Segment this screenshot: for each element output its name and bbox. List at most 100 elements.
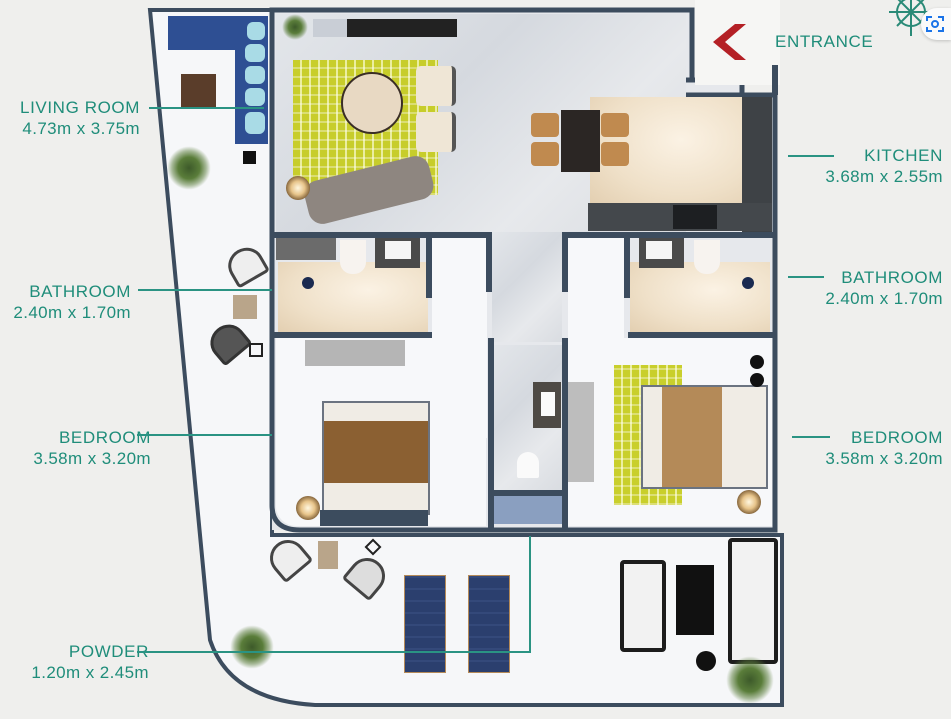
dining-table: [561, 110, 600, 172]
wall-segment: [272, 232, 492, 238]
wall-segment: [488, 338, 494, 530]
speaker: [750, 355, 764, 369]
stool: [243, 151, 256, 164]
side-table: [181, 74, 216, 108]
room-label-living-room: LIVING ROOM 4.73m x 3.75m: [14, 97, 140, 139]
leader-line: [788, 155, 834, 157]
room-name: LIVING ROOM: [20, 98, 140, 117]
room-dimensions: 2.40m x 1.70m: [825, 289, 943, 308]
dining-chair: [601, 113, 629, 137]
dining-chair: [531, 113, 559, 137]
cushion: [245, 112, 265, 134]
room-name: BATHROOM: [841, 268, 943, 287]
room-name: BATHROOM: [29, 282, 131, 301]
room-label-bathroom-right: BATHROOM 2.40m x 1.70m: [800, 267, 943, 309]
visual-search-button[interactable]: [921, 8, 951, 40]
wall-segment: [628, 332, 775, 338]
room-dimensions: 3.58m x 3.20m: [33, 449, 151, 468]
toilet: [517, 452, 539, 478]
leader-line: [792, 436, 830, 438]
armchair: [416, 112, 456, 152]
leader-line: [137, 434, 272, 436]
wall-segment: [562, 232, 775, 238]
side-table: [696, 651, 716, 671]
outdoor-sofa: [620, 560, 666, 652]
wall-segment: [624, 238, 630, 298]
plant: [230, 625, 274, 669]
coffee-table: [676, 565, 714, 635]
shower-drain: [742, 277, 754, 289]
wall-segment: [772, 65, 778, 95]
sink: [646, 241, 672, 259]
visual-search-icon: [926, 16, 944, 32]
desk: [568, 382, 594, 482]
bedside-lamp: [737, 490, 761, 514]
cabinet: [313, 19, 347, 37]
room-dimensions: 3.58m x 3.20m: [825, 449, 943, 468]
toilet: [694, 240, 720, 274]
bathroom-right-floor: [630, 262, 770, 332]
leader-line: [529, 536, 531, 653]
wall-segment: [494, 490, 562, 496]
sink: [385, 241, 411, 259]
room-label-kitchen: KITCHEN 3.68m x 2.55m: [800, 145, 943, 187]
wall-segment: [562, 232, 568, 292]
bed-headboard: [320, 510, 428, 526]
speaker: [750, 373, 764, 387]
floor-lamp: [286, 176, 310, 200]
desk: [305, 340, 405, 366]
sun-lounger: [468, 575, 510, 673]
room-label-powder: POWDER 1.20m x 2.45m: [10, 641, 149, 683]
bed: [322, 401, 430, 515]
room-name: BEDROOM: [58, 428, 151, 447]
plant: [282, 14, 308, 40]
room-name: POWDER: [68, 642, 149, 661]
bed: [641, 385, 768, 489]
plant: [167, 146, 211, 190]
room-dimensions: 1.20m x 2.45m: [31, 663, 149, 682]
bath-shelf: [276, 238, 336, 260]
entrance-label: ENTRANCE: [775, 32, 874, 51]
cushion: [245, 88, 265, 106]
chevron-left-icon: [713, 24, 746, 60]
sun-lounger: [404, 575, 446, 673]
room-dimensions: 2.40m x 1.70m: [13, 303, 131, 322]
shower-drain: [302, 277, 314, 289]
room-name: KITCHEN: [864, 146, 943, 165]
room-name: BEDROOM: [850, 428, 943, 447]
dining-chair: [531, 142, 559, 166]
sink: [541, 392, 555, 416]
corridor-floor: [492, 232, 562, 342]
toilet: [340, 240, 366, 274]
dining-chair: [601, 142, 629, 166]
wall-segment: [272, 332, 432, 338]
leader-line: [149, 107, 264, 109]
leader-line: [788, 276, 824, 278]
cushion: [245, 44, 265, 62]
plant: [726, 656, 774, 704]
entrance-area: [695, 0, 780, 85]
tv-console: [347, 19, 457, 37]
side-table: [233, 295, 257, 319]
outdoor-sofa: [728, 538, 778, 664]
wall-segment: [562, 338, 568, 530]
bedside-lamp: [296, 496, 320, 520]
wall-segment: [426, 238, 432, 298]
powder-tiles: [494, 496, 562, 524]
leader-line: [137, 651, 531, 653]
cushion: [245, 66, 265, 84]
leader-line: [138, 289, 272, 291]
bed-blanket: [662, 387, 722, 487]
round-coffee-table: [341, 72, 403, 134]
stool: [249, 343, 263, 357]
wall-segment: [486, 232, 492, 292]
cushion: [247, 22, 265, 40]
room-dimensions: 4.73m x 3.75m: [22, 119, 140, 138]
side-table: [318, 541, 338, 569]
cooktop-icon: [673, 205, 717, 229]
room-label-bedroom-left: BEDROOM 3.58m x 3.20m: [10, 427, 151, 469]
armchair: [416, 66, 456, 106]
room-label-bedroom-right: BEDROOM 3.58m x 3.20m: [800, 427, 943, 469]
room-label-bathroom-left: BATHROOM 2.40m x 1.70m: [10, 281, 131, 323]
